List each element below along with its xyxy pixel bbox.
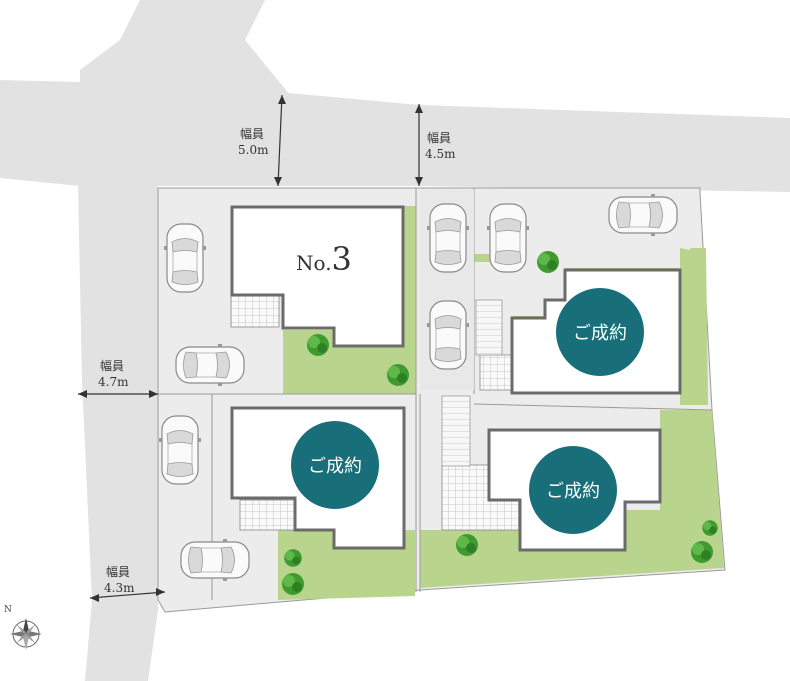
car [426, 300, 470, 370]
svg-text:幅員: 幅員 [427, 130, 451, 145]
sold-badge-label: ご成約 [308, 456, 362, 477]
compass-rose-icon: N [4, 605, 42, 650]
tree [282, 573, 304, 595]
car [175, 343, 245, 387]
sold-badge-label: ご成約 [546, 481, 600, 502]
svg-text:4.5m: 4.5m [425, 147, 456, 161]
sold-badge: ご成約 [291, 421, 379, 509]
road-width-label: 幅員 4.5m [425, 130, 456, 161]
car [426, 203, 470, 273]
entrance-tiles [230, 294, 523, 531]
car [486, 203, 530, 273]
car [608, 193, 678, 237]
sold-badge: ご成約 [556, 288, 644, 376]
road-north-branch [80, 0, 290, 95]
tree [537, 251, 559, 273]
lot-3-label: No.3 [296, 240, 352, 278]
svg-text:4.3m: 4.3m [104, 581, 135, 595]
svg-text:5.0m: 5.0m [238, 143, 269, 157]
house-lot-3 [230, 205, 405, 348]
tree [702, 520, 718, 536]
tree [284, 549, 302, 567]
dimension-arrows [78, 94, 423, 602]
svg-text:4.7m: 4.7m [98, 375, 129, 389]
lot-3-label-prefix: No. [296, 251, 332, 275]
tree [691, 541, 713, 563]
svg-text:幅員: 幅員 [106, 564, 130, 579]
car [180, 538, 250, 582]
tree [307, 334, 329, 356]
sold-badge-label: ご成約 [573, 323, 627, 344]
car [158, 415, 202, 485]
tree [387, 364, 409, 386]
lot-3-label-number: 3 [332, 240, 352, 278]
svg-text:幅員: 幅員 [240, 126, 264, 141]
road-west [78, 186, 158, 681]
tree [456, 534, 478, 556]
car [163, 223, 207, 293]
road-north-main [0, 80, 790, 192]
compass-north-label: N [4, 605, 12, 615]
sold-badge: ご成約 [529, 446, 617, 534]
svg-text:幅員: 幅員 [100, 358, 124, 373]
road-width-label: 幅員 5.0m [238, 126, 269, 157]
road-width-label: 幅員 4.7m [98, 358, 129, 389]
road-width-label: 幅員 4.3m [104, 564, 135, 595]
